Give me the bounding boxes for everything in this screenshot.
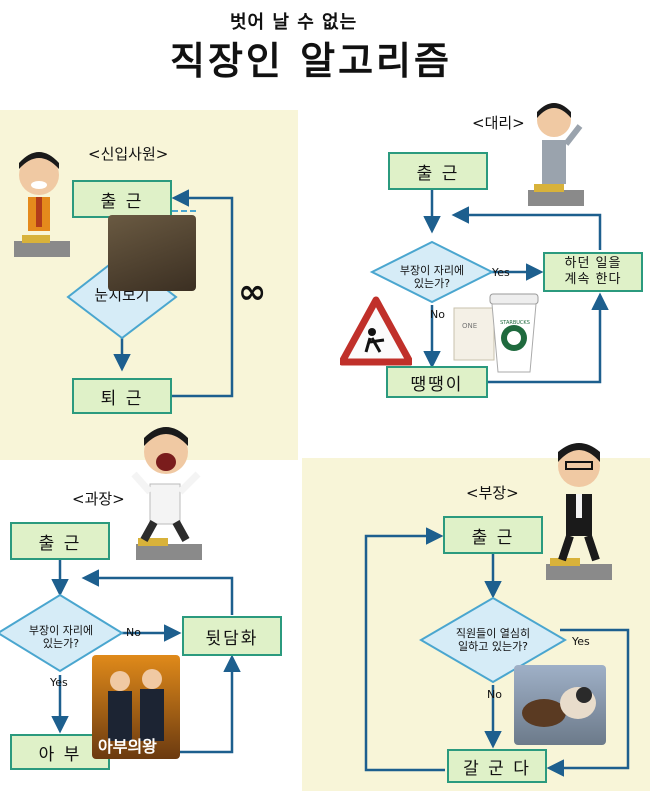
bobblehead-figure-chief (128, 422, 204, 564)
decision-text-assistant: 부장이 자리에 있는가? (399, 264, 465, 290)
cup-brand-text: STARBUCKS (500, 320, 530, 326)
decision-diamond-assistant (369, 240, 495, 304)
infinity-symbol: ∞ (238, 272, 267, 312)
coffee-cup-icon: STARBUCKS ONE (452, 292, 542, 374)
start-box-chief: 출 근 (10, 522, 110, 560)
photo-dogs (514, 665, 606, 745)
start-box-gm: 출 근 (443, 516, 543, 554)
yes-label-chief: Yes (50, 676, 68, 689)
no-label-assistant: No (430, 308, 445, 321)
cup-brand2-text: ONE (462, 322, 478, 330)
decision-text-newbie: 눈치보기 (94, 286, 150, 304)
section-label-gm: <부장> (466, 484, 519, 502)
yes-label-gm: Yes (572, 635, 590, 648)
no-action-box-chief: 뒷담화 (182, 616, 282, 656)
bobblehead-figure-assistant (528, 100, 584, 208)
decision-text-chief: 부장이 자리에 있는가? (28, 624, 94, 650)
no-action-box-assistant: 땡땡이 (386, 366, 488, 398)
movie-poster: 아부의왕 (92, 655, 180, 759)
section-label-newbie: <신입사원> (88, 145, 169, 163)
section-label-assistant: <대리> (472, 114, 525, 132)
page-title: 직장인 알고리즘 (170, 38, 452, 83)
yes-label-assistant: Yes (492, 266, 510, 279)
yes-action-box-assistant: 하던 일을 계속 한다 (543, 252, 643, 292)
photo-student (108, 215, 196, 291)
decision-text-gm: 직원들이 열심히 일하고 있는가? (455, 627, 531, 653)
header-subtitle: 벗어 날 수 없는 (230, 12, 358, 33)
decision-diamond-gm (419, 596, 567, 684)
bobblehead-figure-gm (544, 440, 614, 582)
decision-diamond-chief (0, 593, 124, 673)
bobblehead-figure-newbie (14, 145, 70, 263)
no-label-chief: No (126, 626, 141, 639)
sweat-lines (172, 210, 196, 230)
section-label-chief: <과장> (72, 490, 125, 508)
start-box-assistant: 출 근 (388, 152, 488, 190)
warning-sign-icon (338, 296, 414, 368)
movie-title: 아부의왕 (98, 737, 157, 756)
start-box-newbie: 출 근 (72, 180, 172, 218)
action-box-gm: 갈 군 다 (447, 749, 547, 783)
no-label-gm: No (487, 688, 502, 701)
end-box-newbie: 퇴 근 (72, 378, 172, 414)
